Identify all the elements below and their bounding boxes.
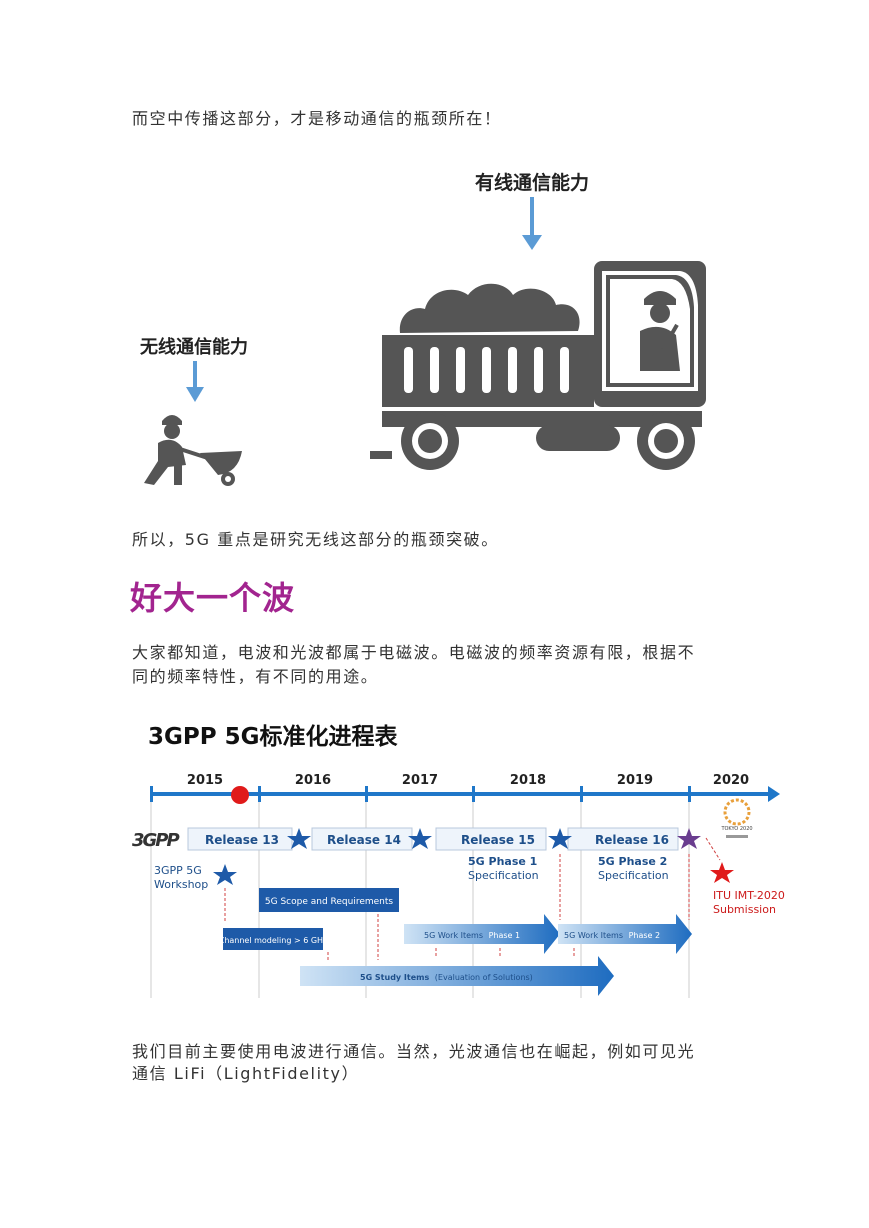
workshop-star-icon [213,864,237,885]
study-items-arrow [300,956,614,996]
work-items-phase1-arrow [404,914,560,954]
release-14-label: Release 14 [327,833,401,847]
paragraph-radio-comm-line2: 通信 LiFi（LightFidelity） [132,1064,360,1083]
study-items-label: 5G Study Items (Evaluation of Solutions) [360,973,533,982]
paragraph-em-waves-line1: 大家都知道，电波和光波都属于电磁波。电磁波的频率资源有限，根据不 [132,643,696,662]
workshop-line2: Workshop [154,878,208,891]
phase2-spec-line1: 5G Phase 2 [598,855,667,868]
release-15-star-icon [548,828,572,849]
tokyo-2020-logo-icon: TOKYO 2020 [720,798,753,838]
figure-3gpp-timeline: 3GPP 5G标准化进程表 2015 2016 2017 2018 2019 2… [132,723,785,998]
work-items-phase2-arrow [558,914,692,954]
figure-truck-wheelbarrow: 有线通信能力 无线通信能力 [140,171,706,486]
paragraph-5g-focus: 所以，5G 重点是研究无线这部分的瓶颈突破。 [132,530,499,549]
paragraph-radio-comm-line1: 我们目前主要使用电波进行通信。当然，光波通信也在崛起，例如可见光 [132,1042,696,1061]
release-16-label: Release 16 [595,833,669,847]
wireless-capability-label: 无线通信能力 [140,336,248,358]
down-arrow-icon [522,197,542,250]
wired-capability-label: 有线通信能力 [475,171,589,194]
year-2017: 2017 [402,773,438,788]
release-14-star-icon [408,828,432,849]
work-items-phase1-label: 5G Work Items Phase 1 [424,931,520,940]
work-items-phase2-label: 5G Work Items Phase 2 [564,931,660,940]
year-2019: 2019 [617,773,653,788]
release-15-label: Release 15 [461,833,535,847]
release-13-star-icon [287,828,311,849]
channel-modeling-label: Channel modeling > 6 GHz [219,936,328,945]
year-2016: 2016 [295,773,331,788]
year-2018: 2018 [510,773,546,788]
itu-line1: ITU IMT-2020 [713,889,785,902]
section-heading: 好大一个波 [130,579,296,617]
itu-line2: Submission [713,903,776,916]
paragraph-em-waves-line2: 同的频率特性，有不同的用途。 [132,667,379,686]
release-16-star-icon [677,828,701,849]
3gpp-logo: 3GPP [132,830,179,851]
paragraph-bottleneck: 而空中传播这部分，才是移动通信的瓶颈所在！ [132,109,502,128]
down-arrow-small-icon [186,361,204,402]
current-point-marker [231,786,249,804]
year-2015: 2015 [187,773,223,788]
driver-icon [640,291,680,371]
release-13-label: Release 13 [205,833,279,847]
channel-modeling-box [223,928,323,950]
year-2020: 2020 [713,773,749,788]
itu-star-icon [710,862,734,883]
olympics-logo-text: TOKYO 2020 [720,826,752,832]
timeline-axis [150,786,780,802]
release-boxes [187,827,679,851]
phase1-spec-line2: Specification [468,869,539,882]
phase1-spec-line1: 5G Phase 1 [468,855,537,868]
phase2-spec-line2: Specification [598,869,669,882]
timeline-title: 3GPP 5G标准化进程表 [148,723,398,750]
workshop-line1: 3GPP 5G [154,864,202,877]
truck-vent-slots [404,347,569,393]
scope-label: 5G Scope and Requirements [265,897,394,907]
wheelbarrow-worker-icon [144,415,242,486]
scope-box [259,888,399,912]
dashed-connector-arrows [224,837,721,962]
